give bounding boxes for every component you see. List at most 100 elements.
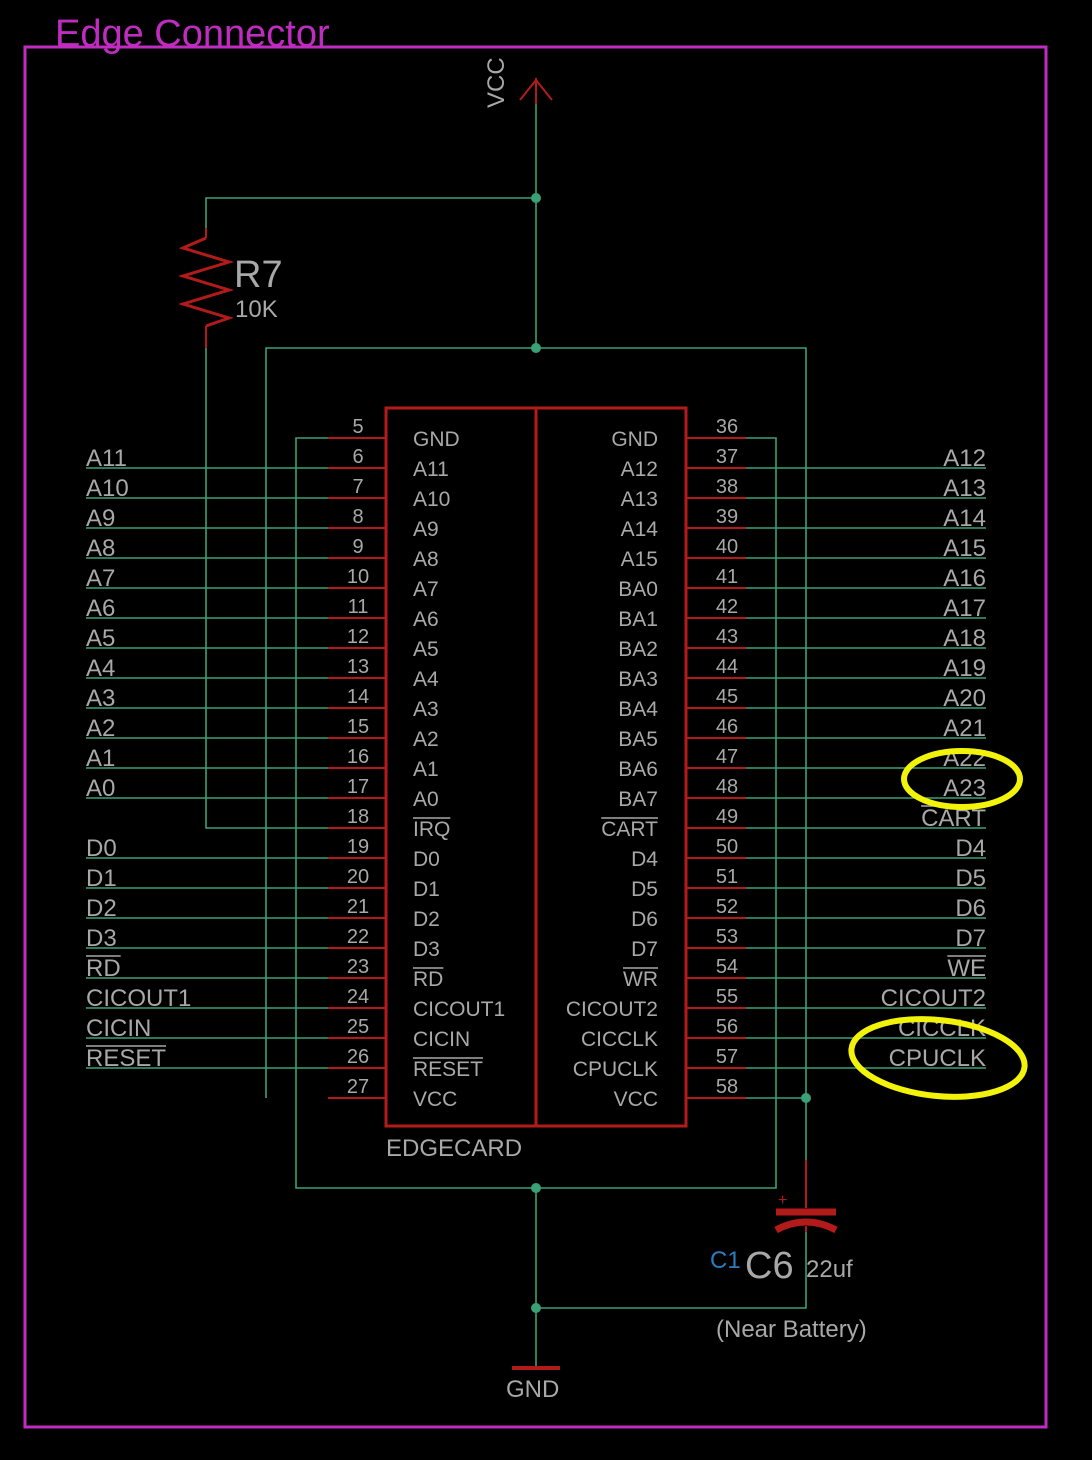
net-label-left: A4 bbox=[86, 655, 115, 682]
pin-number: 51 bbox=[716, 866, 738, 888]
net-label-left: A7 bbox=[86, 565, 115, 592]
pin-name: CICCLK bbox=[581, 1028, 658, 1051]
pin-name: A13 bbox=[621, 488, 658, 511]
gnd-symbol: GND bbox=[506, 1366, 560, 1403]
pin-name: BA0 bbox=[618, 578, 658, 601]
net-label-left: RESET bbox=[86, 1045, 166, 1072]
net-label-left: D2 bbox=[86, 895, 117, 922]
pin-name: BA4 bbox=[618, 698, 658, 721]
pin-number: 15 bbox=[347, 716, 369, 738]
pin-number: 49 bbox=[716, 806, 738, 828]
pin-number: 14 bbox=[347, 686, 369, 708]
net-label-right: A18 bbox=[943, 625, 986, 652]
pin-name: BA3 bbox=[618, 668, 658, 691]
net-label-right: A17 bbox=[943, 595, 986, 622]
net-label-right: A12 bbox=[943, 445, 986, 472]
pin-name: A5 bbox=[413, 638, 439, 661]
net-label-left: A8 bbox=[86, 535, 115, 562]
pin-number: 53 bbox=[716, 926, 738, 948]
capacitor-c6: + C1 C6 22uf (Near Battery) bbox=[710, 1160, 867, 1343]
pin-number: 44 bbox=[716, 656, 738, 678]
capacitor-value: 22uf bbox=[806, 1256, 853, 1283]
pin-name: A3 bbox=[413, 698, 439, 721]
pin-name: IRQ bbox=[413, 818, 450, 841]
pin-name: BA1 bbox=[618, 608, 658, 631]
pin-number: 27 bbox=[347, 1076, 369, 1098]
pin-number: 20 bbox=[347, 866, 369, 888]
net-label-left: CICOUT1 bbox=[86, 985, 191, 1012]
pin-name: D5 bbox=[631, 878, 658, 901]
junction-dot bbox=[531, 193, 541, 203]
pin-number: 48 bbox=[716, 776, 738, 798]
capacitor-name: C6 bbox=[745, 1245, 794, 1287]
pin-name: CICOUT2 bbox=[566, 998, 658, 1021]
pin-number: 47 bbox=[716, 746, 738, 768]
pin-number: 58 bbox=[716, 1076, 738, 1098]
pin-number: 45 bbox=[716, 686, 738, 708]
highlight-ellipse-cpuclk bbox=[848, 1016, 1028, 1100]
pin-number: 6 bbox=[352, 446, 363, 468]
pin-name: A2 bbox=[413, 728, 439, 751]
pin-number: 43 bbox=[716, 626, 738, 648]
net-label-right: A19 bbox=[943, 655, 986, 682]
pin-number: 21 bbox=[347, 896, 369, 918]
pin-number: 37 bbox=[716, 446, 738, 468]
capacitor-note: (Near Battery) bbox=[716, 1316, 867, 1343]
capacitor-polarity: + bbox=[778, 1192, 787, 1209]
pin-number: 38 bbox=[716, 476, 738, 498]
pin-name: CICIN bbox=[413, 1028, 470, 1051]
pin-number: 36 bbox=[716, 416, 738, 438]
pin-number: 23 bbox=[347, 956, 369, 978]
pin-name: WR bbox=[623, 968, 658, 991]
pin-number: 8 bbox=[352, 506, 363, 528]
frame-border bbox=[23, 45, 1048, 1429]
pin-number: 22 bbox=[347, 926, 369, 948]
net-label-right: A21 bbox=[943, 715, 986, 742]
net-label-right: CICOUT2 bbox=[881, 985, 986, 1012]
pin-name: D1 bbox=[413, 878, 440, 901]
net-label-left: A10 bbox=[86, 475, 129, 502]
highlight-ellipse-a23 bbox=[901, 748, 1023, 810]
pin-number: 18 bbox=[347, 806, 369, 828]
pin-name: CPUCLK bbox=[573, 1058, 658, 1081]
gnd-label: GND bbox=[506, 1376, 559, 1403]
pin-number: 12 bbox=[347, 626, 369, 648]
pin-name: GND bbox=[413, 428, 460, 451]
net-label-left: RD bbox=[86, 955, 121, 982]
highlights bbox=[848, 748, 1028, 1100]
pin-name: BA5 bbox=[618, 728, 658, 751]
pin-number: 57 bbox=[716, 1046, 738, 1068]
pin-name: D4 bbox=[631, 848, 658, 871]
vcc-label: VCC bbox=[483, 57, 510, 108]
pin-name: D2 bbox=[413, 908, 440, 931]
net-label-right: A23 bbox=[943, 775, 986, 802]
pin-number: 16 bbox=[347, 746, 369, 768]
pin-name: BA7 bbox=[618, 788, 658, 811]
pin-name: VCC bbox=[614, 1088, 658, 1111]
pin-name: CICOUT1 bbox=[413, 998, 505, 1021]
pin-number: 41 bbox=[716, 566, 738, 588]
capacitor-prefix: C1 bbox=[710, 1247, 741, 1274]
pin-number: 39 bbox=[716, 506, 738, 528]
pin-name: D6 bbox=[631, 908, 658, 931]
resistor-value: 10K bbox=[235, 296, 278, 323]
pin-name: RESET bbox=[413, 1058, 483, 1081]
pin-number: 40 bbox=[716, 536, 738, 558]
net-label-left: A11 bbox=[86, 445, 127, 472]
net-label-left: D0 bbox=[86, 835, 117, 862]
pin-number: 11 bbox=[348, 596, 369, 618]
net-label-right: A20 bbox=[943, 685, 986, 712]
pin-number: 54 bbox=[716, 956, 738, 978]
pin-number: 25 bbox=[347, 1016, 369, 1038]
pin-name: A6 bbox=[413, 608, 439, 631]
junction-dot bbox=[531, 343, 541, 353]
pin-number: 10 bbox=[347, 566, 369, 588]
net-label-left: A3 bbox=[86, 685, 115, 712]
net-label-left: D3 bbox=[86, 925, 117, 952]
net-label-left: D1 bbox=[86, 865, 117, 892]
net-label-right: CPUCLK bbox=[889, 1045, 986, 1072]
net-label-right: D6 bbox=[955, 895, 986, 922]
net-label-right: A14 bbox=[943, 505, 986, 532]
pin-number: 9 bbox=[352, 536, 363, 558]
